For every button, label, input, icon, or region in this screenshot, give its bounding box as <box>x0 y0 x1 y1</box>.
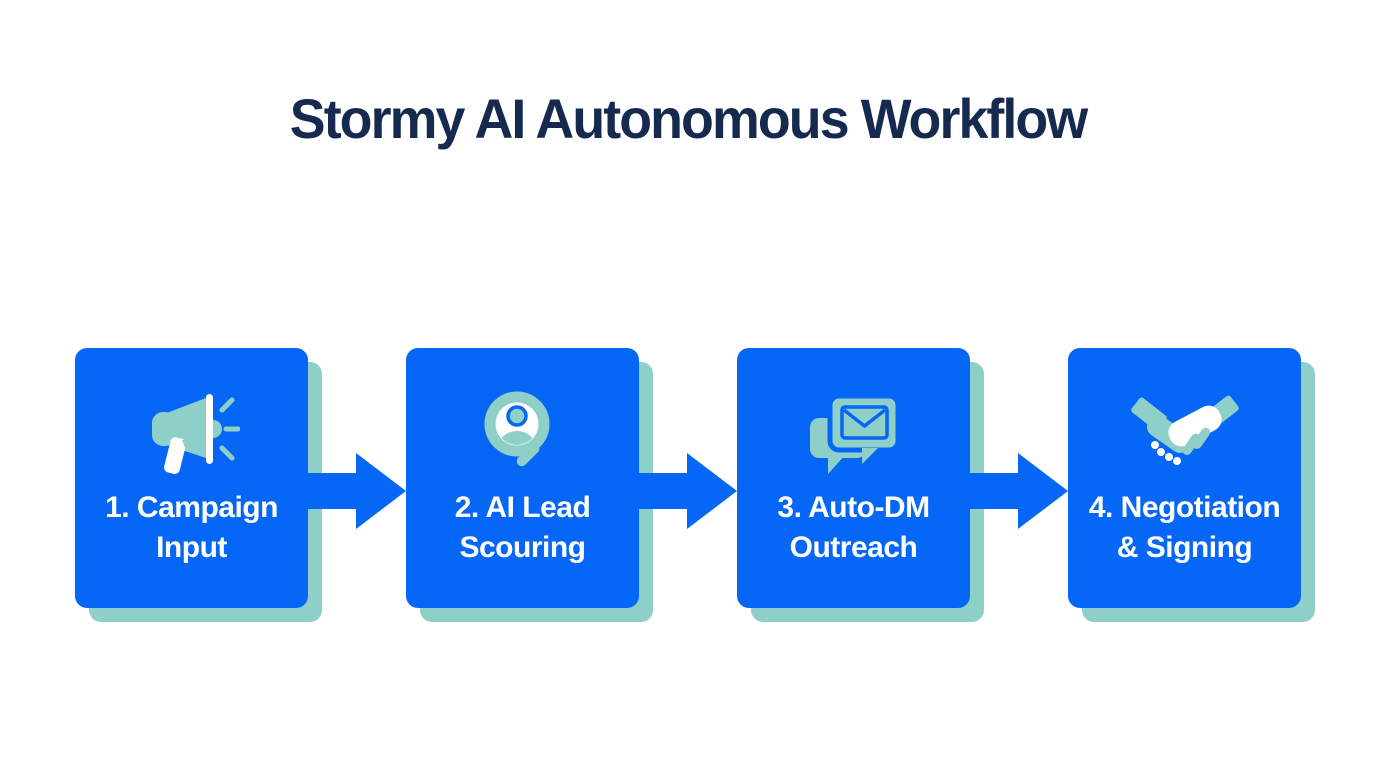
megaphone-icon <box>144 380 240 488</box>
step-box-auto-dm-outreach: 3. Auto-DM Outreach <box>737 348 970 608</box>
search-user-icon <box>479 380 567 488</box>
step-label: 2. AI Lead Scouring <box>454 491 591 564</box>
handshake-icon <box>1130 380 1239 488</box>
step-box-negotiation-signing: 4. Negotiation & Signing <box>1068 348 1301 608</box>
step-box-campaign-input: 1. Campaign Input <box>75 348 308 608</box>
step-box-ai-lead-scouring: 2. AI Lead Scouring <box>406 348 639 608</box>
step-label: 1. Campaign Input <box>105 491 278 564</box>
step-label: 3. Auto-DM Outreach <box>777 491 930 564</box>
page-title: Stormy AI Autonomous Workflow <box>289 87 1088 150</box>
flow-arrow-2 <box>639 453 737 529</box>
flow-arrow-1 <box>308 453 406 529</box>
workflow-diagram: Stormy AI Autonomous Workflow <box>0 86 1376 768</box>
workflow-steps-row: 1. Campaign Input <box>0 348 1376 608</box>
step-label: 4. Negotiation & Signing <box>1088 491 1281 564</box>
chat-envelope-icon <box>804 380 904 488</box>
flow-arrow-3 <box>970 453 1068 529</box>
